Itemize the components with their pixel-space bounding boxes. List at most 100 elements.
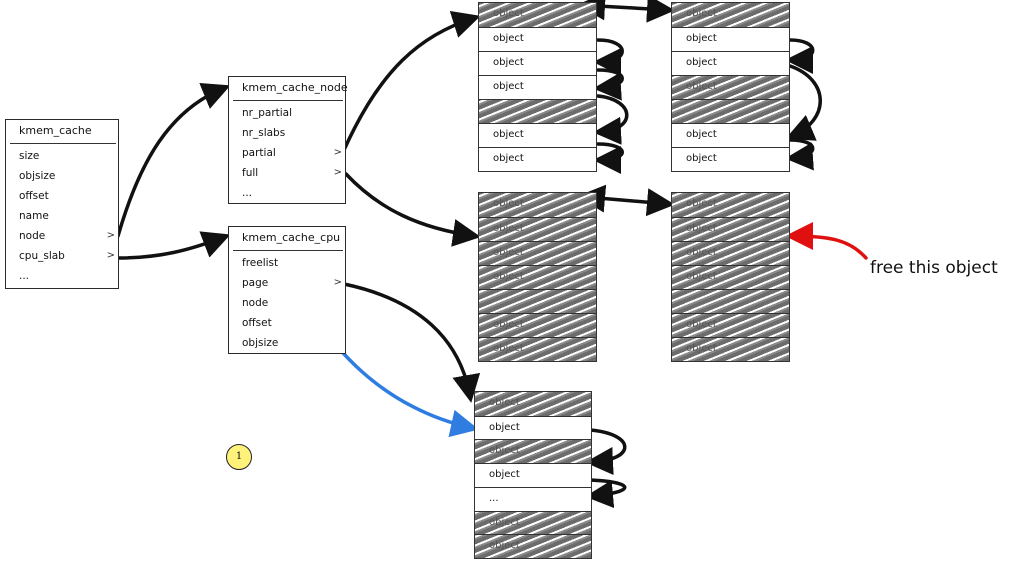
allocated-object-cell[interactable]: object [672,241,789,265]
field-freelist[interactable]: freelist [242,257,279,269]
free-object-cell[interactable]: object [479,147,596,171]
step-marker-badge: 1 [226,444,252,470]
allocated-object-cell[interactable]: object [479,3,596,27]
free-object-arrow [785,222,868,260]
field-offset: offset [242,317,272,329]
free-object-cell[interactable]: object [672,123,789,147]
free-object-cell[interactable]: object [475,463,591,487]
allocated-object-cell[interactable]: object [672,75,789,99]
chevron-right-icon: > [333,167,342,178]
allocated-object-cell[interactable] [672,289,789,313]
object-label: object [489,469,520,481]
chevron-right-icon: > [106,250,115,261]
object-label: object [686,33,717,44]
field-cpu-slab[interactable]: cpu_slab [19,250,65,262]
object-label: object [489,540,520,552]
arrow-page-to-cpu-slab [342,282,481,403]
allocated-object-cell[interactable] [672,99,789,123]
object-label: object [686,8,717,19]
allocated-object-cell[interactable]: object [475,534,591,558]
object-label: object [493,81,524,92]
object-label: object [493,33,524,44]
object-label: object [493,343,524,354]
field-name: name [19,210,49,222]
object-label: ... [489,492,499,504]
title-divider [233,250,343,251]
title-divider [10,143,116,144]
allocated-object-cell[interactable]: object [672,265,789,289]
free-this-object-label: free this object [870,258,998,278]
partial-slab-1[interactable]: object object object object object object [478,2,597,172]
allocated-object-cell[interactable]: object [475,510,591,535]
field-ellipsis: ... [242,187,253,199]
arrow-full-to-slab [344,172,481,247]
free-object-cell[interactable]: object [479,75,596,99]
field-objsize: objsize [19,170,56,182]
object-label: object [489,421,520,433]
allocated-object-cell[interactable]: object [479,241,596,265]
cpu-slab[interactable]: object object object object... object object [474,391,592,559]
arrow-cpu-slab-to-cache-cpu [116,231,231,260]
allocated-object-cell[interactable]: object [479,265,596,289]
kmem-cache-cpu-struct[interactable]: kmem_cache_cpu freelist page > node offs… [228,226,346,354]
free-object-cell[interactable]: object [475,415,591,440]
field-node: node [242,297,269,309]
allocated-object-cell[interactable] [479,289,596,313]
allocated-object-cell[interactable]: object [475,439,591,464]
object-label: object [493,153,524,164]
allocated-object-cell[interactable]: object [479,193,596,217]
allocated-object-cell[interactable]: object [672,217,789,241]
object-label: object [493,8,524,19]
kmem-cache-node-struct[interactable]: kmem_cache_node nr_partial nr_slabs part… [228,76,348,204]
field-page[interactable]: page [242,277,269,289]
title-divider [233,100,343,101]
kmem-cache-struct[interactable]: kmem_cache size objsize offset name node… [5,119,119,289]
allocated-object-cell[interactable]: object [672,313,789,337]
field-full[interactable]: full [242,167,259,179]
object-label: object [493,57,524,68]
object-label: object [686,129,717,140]
object-label: object [493,247,524,258]
object-label: object [686,223,717,234]
object-label: object [493,271,524,282]
allocated-object-cell[interactable]: object [479,337,596,361]
allocated-object-cell[interactable]: object [479,217,596,241]
field-node[interactable]: node [19,230,46,242]
free-object-cell[interactable]: object [672,51,789,75]
allocated-object-cell[interactable]: object [672,193,789,217]
free-object-cell[interactable]: object [672,27,789,51]
kmem-cache-node-title: kmem_cache_node [242,81,348,94]
object-label: object [686,343,717,354]
field-nr-partial: nr_partial [242,107,293,119]
allocated-object-cell[interactable]: object [479,313,596,337]
allocated-object-cell[interactable]: object [475,392,591,416]
object-label: object [686,247,717,258]
allocated-object-cell[interactable] [479,99,596,123]
full-slab-2[interactable]: object object object object object object [671,192,790,362]
field-ellipsis: ... [19,270,30,282]
arrow-node-to-cache-node [116,82,231,238]
kmem-cache-title: kmem_cache [19,124,92,137]
object-label: object [686,319,717,330]
allocated-object-cell[interactable]: object [672,3,789,27]
chevron-right-icon: > [333,147,342,158]
free-object-cell[interactable]: object [479,27,596,51]
object-label: object [686,198,717,209]
free-object-cell[interactable]: object [672,147,789,171]
allocated-object-cell[interactable]: object [672,337,789,361]
object-label: object [686,57,717,68]
object-label: object [686,271,717,282]
arrow-partial-to-slab [342,10,481,152]
free-object-cell[interactable]: object [479,123,596,147]
object-label: object [489,516,520,528]
field-partial[interactable]: partial [242,147,276,159]
kmem-cache-cpu-title: kmem_cache_cpu [242,231,341,244]
arrow-full-slabs-link [577,184,675,217]
partial-slab-2[interactable]: object object object object object object [671,2,790,172]
field-offset: offset [19,190,49,202]
free-object-cell[interactable]: object [479,51,596,75]
object-label: object [489,445,520,457]
free-object-cell[interactable]: ... [475,486,591,511]
